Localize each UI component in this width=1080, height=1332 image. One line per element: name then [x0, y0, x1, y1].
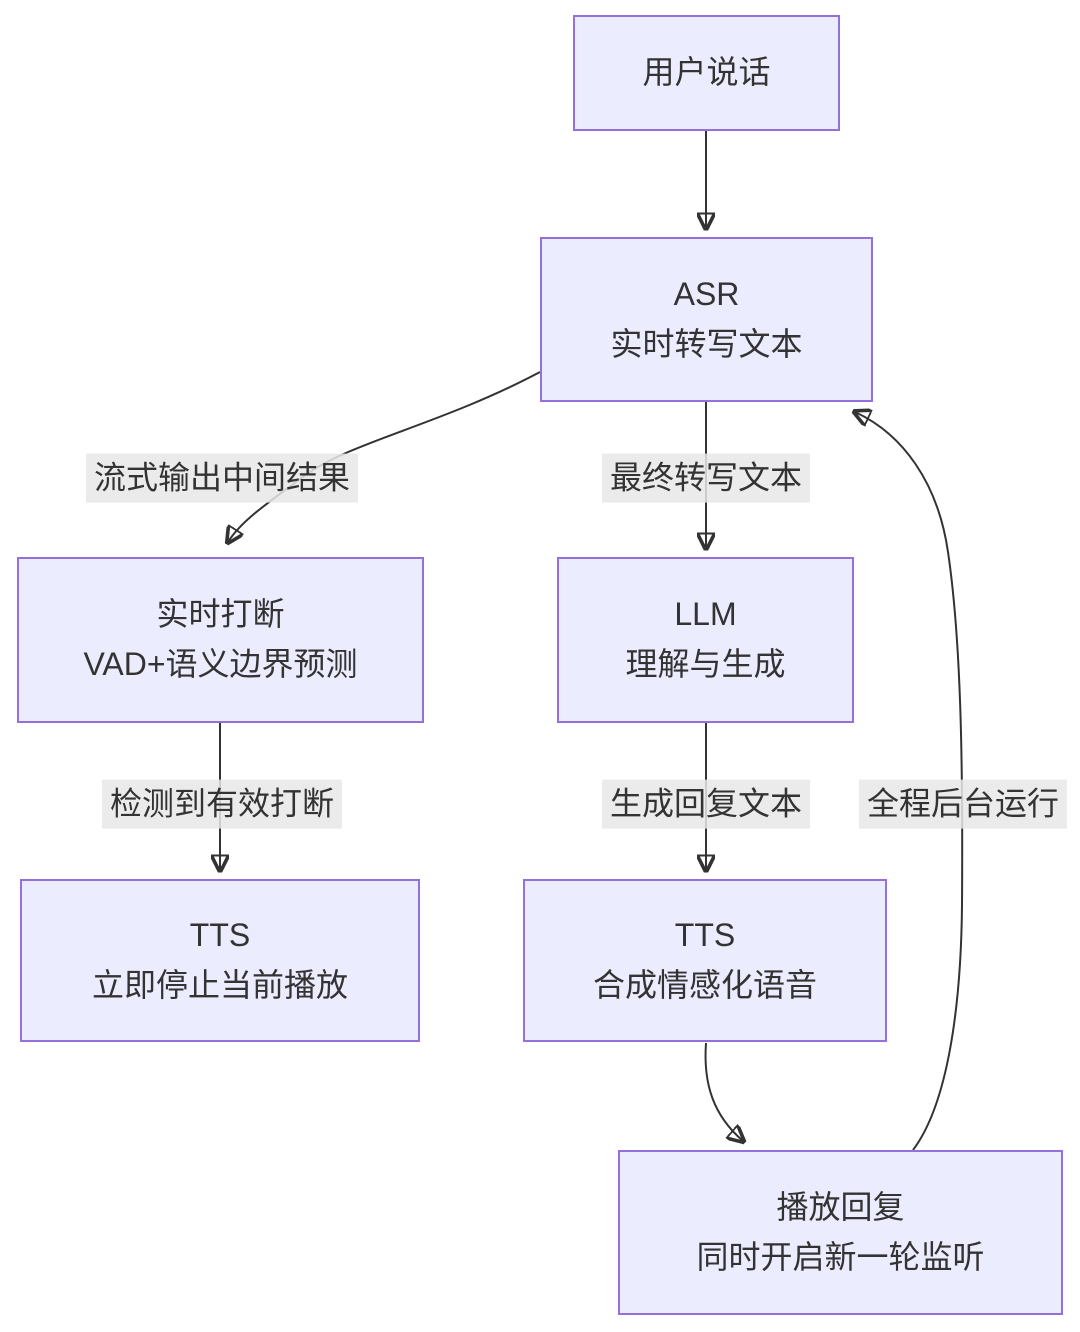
node-user-speaks-label: 用户说话 [642, 54, 771, 91]
node-play-reply-subtitle: 同时开启新一轮监听 [696, 1238, 985, 1275]
edge-label-background-running: 全程后台运行 [858, 779, 1068, 829]
node-tts-stop: TTS 立即停止当前播放 [20, 879, 420, 1042]
node-llm: LLM 理解与生成 [557, 557, 854, 723]
node-realtime-interrupt: 实时打断 VAD+语义边界预测 [17, 557, 424, 723]
edge-label-final-transcript: 最终转写文本 [601, 453, 811, 503]
edge-play-to-asr-loop [855, 412, 964, 1151]
node-tts-stop-title: TTS [189, 916, 251, 953]
node-asr: ASR 实时转写文本 [540, 237, 873, 402]
node-tts-stop-subtitle: 立即停止当前播放 [91, 966, 348, 1003]
node-asr-title: ASR [673, 275, 740, 312]
node-asr-subtitle: 实时转写文本 [610, 325, 803, 362]
node-tts-synthesize-title: TTS [674, 916, 736, 953]
edge-label-reply-text: 生成回复文本 [601, 779, 811, 829]
edge-label-interrupt-detected: 检测到有效打断 [101, 779, 343, 829]
node-user-speaks: 用户说话 [573, 15, 840, 131]
node-play-reply-title: 播放回复 [776, 1188, 905, 1225]
node-realtime-interrupt-title: 实时打断 [156, 596, 285, 633]
node-tts-synthesize: TTS 合成情感化语音 [523, 879, 887, 1042]
edge-label-streaming-output: 流式输出中间结果 [85, 453, 359, 503]
node-realtime-interrupt-subtitle: VAD+语义边界预测 [83, 646, 358, 682]
node-tts-synthesize-subtitle: 合成情感化语音 [592, 966, 817, 1003]
node-llm-title: LLM [674, 596, 737, 633]
edge-ttssynth-to-play [704, 1042, 743, 1141]
node-play-reply: 播放回复 同时开启新一轮监听 [618, 1150, 1063, 1315]
node-llm-subtitle: 理解与生成 [625, 646, 786, 682]
